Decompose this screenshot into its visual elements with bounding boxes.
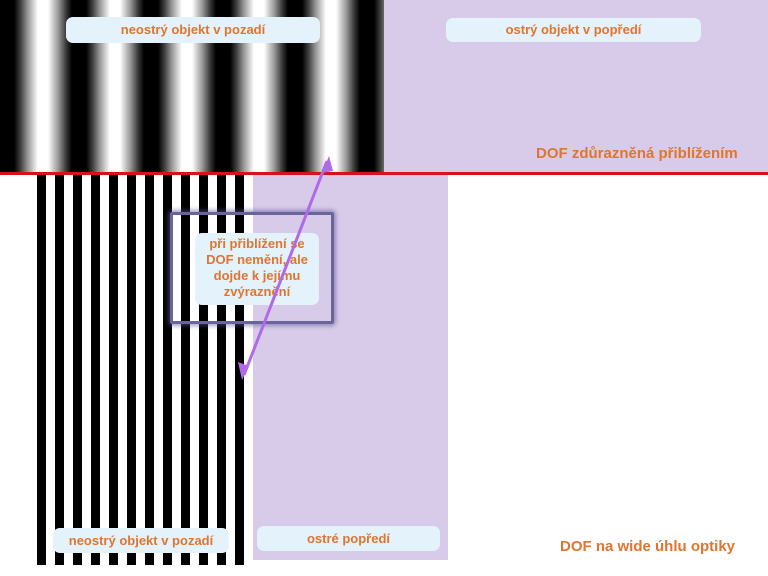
zoom-region-frame	[170, 212, 334, 324]
divider-line	[0, 172, 768, 175]
note-zoom-explanation: při přiblížení se DOF nemění, ale dojde …	[195, 233, 319, 305]
label-sharp-foreground-bottom: ostré popředí	[257, 526, 440, 551]
caption-zoomed-dof: DOF zdůrazněná přiblížením	[536, 145, 738, 162]
label-sharp-foreground-top: ostrý objekt v popředí	[446, 18, 701, 42]
label-blurred-background-bottom: neostrý objekt v pozadí	[53, 528, 229, 553]
caption-wide-dof: DOF na wide úhlu optiky	[560, 538, 736, 555]
label-blurred-background-top: neostrý objekt v pozadí	[66, 17, 320, 43]
